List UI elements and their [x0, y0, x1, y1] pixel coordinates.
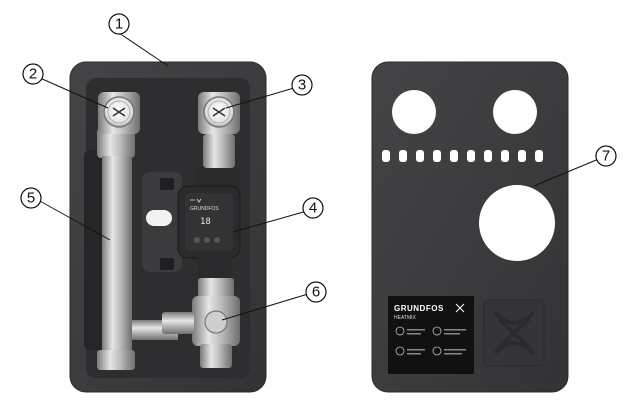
- callout-3-label: 3: [298, 77, 306, 94]
- embossed-logo-icon: [483, 299, 545, 367]
- gauge-needle-icon: [112, 107, 126, 117]
- cover-vent-slots: [382, 150, 543, 162]
- callout-lines: [37, 32, 602, 321]
- pump-button[interactable]: [214, 237, 220, 243]
- pump-logo-icon: [190, 198, 202, 203]
- shell-mounting-slot: [146, 210, 172, 226]
- feature-icon: [395, 346, 405, 356]
- callout-6-label: 6: [312, 284, 320, 301]
- callout-3: 3: [291, 74, 313, 96]
- cover-hole-right: [493, 90, 537, 134]
- pump-button[interactable]: [204, 237, 210, 243]
- insulation-cover: GRUNDFOS HEATMIX: [371, 61, 569, 393]
- callout-4-label: 4: [309, 200, 317, 217]
- callout-7: 7: [595, 145, 617, 167]
- pump-brand: GRUNDFOS: [190, 206, 219, 212]
- cover-hole-left: [392, 90, 436, 134]
- label-brand: GRUNDFOS: [394, 304, 444, 313]
- callout-1: 1: [108, 13, 130, 35]
- gauge-needle-icon: [212, 107, 226, 117]
- callout-2: 2: [22, 63, 44, 85]
- callout-7-label: 7: [602, 148, 610, 165]
- callout-2-label: 2: [29, 66, 37, 83]
- grundfos-logo-icon: [455, 303, 465, 313]
- callout-5: 5: [20, 187, 42, 209]
- feature-icon: [432, 326, 442, 336]
- callout-1-label: 1: [115, 16, 123, 33]
- mixing-valve: [162, 278, 240, 368]
- callout-markers: 1 2 3 4 5 6 7: [20, 13, 617, 303]
- callout-6: 6: [305, 281, 327, 303]
- feature-icon: [395, 326, 405, 336]
- pump-button[interactable]: [194, 237, 200, 243]
- return-valve-with-thermometer: [98, 92, 140, 134]
- cover-label-sticker: GRUNDFOS HEATMIX: [388, 296, 474, 374]
- supply-valve-with-thermometer: [198, 92, 240, 168]
- callout-5-label: 5: [27, 190, 35, 207]
- callout-4: 4: [302, 197, 324, 219]
- cover-pump-opening: [479, 185, 555, 261]
- feature-icon: [432, 346, 442, 356]
- label-model: HEATMIX: [394, 315, 417, 321]
- pump-display: 18: [200, 217, 211, 227]
- circulation-pump: 18: [177, 168, 241, 280]
